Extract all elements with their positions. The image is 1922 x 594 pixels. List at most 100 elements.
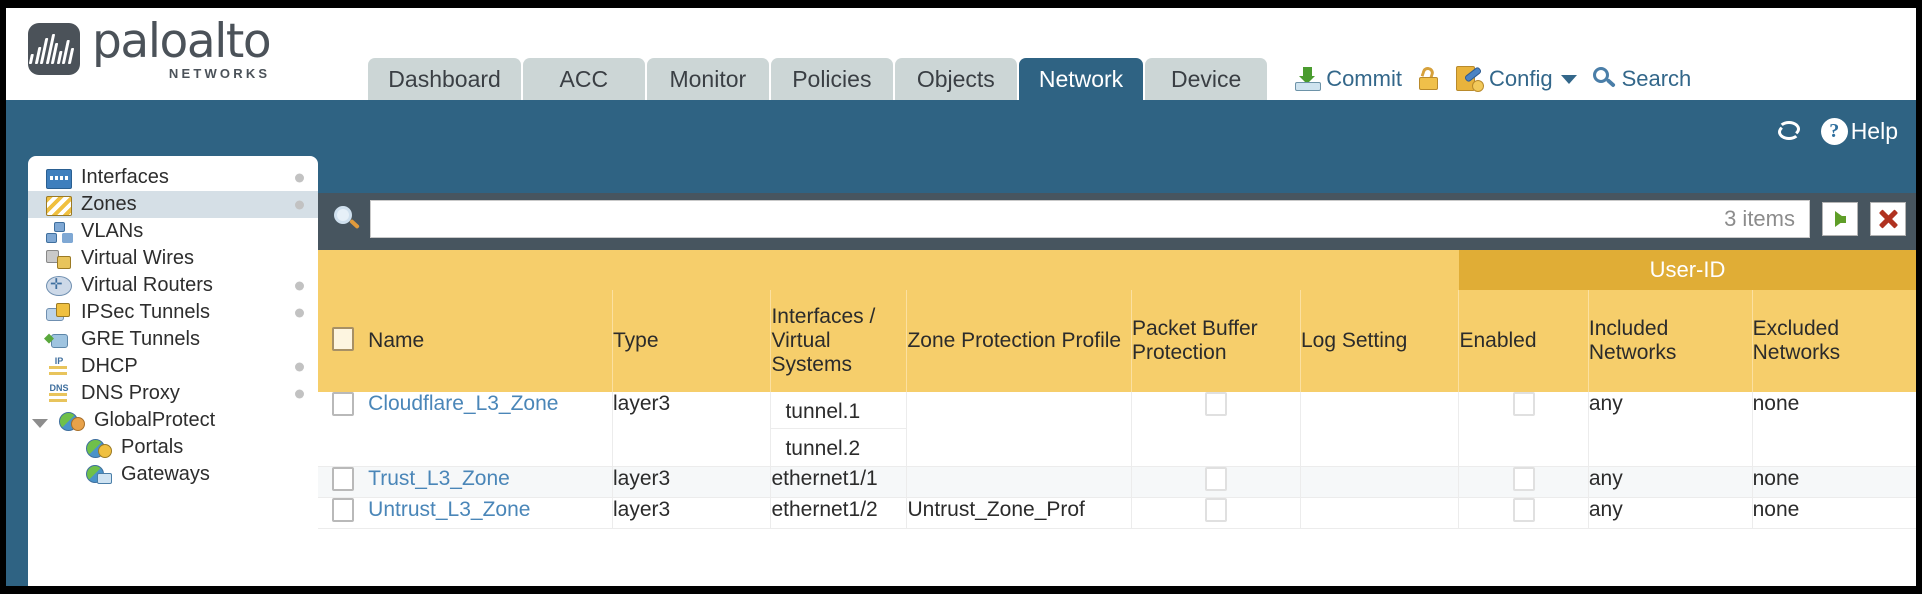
userid-enabled-checkbox[interactable] [1512, 467, 1535, 491]
ipsec-tunnels-icon [46, 302, 72, 323]
cell-packet-buffer-protection [1130, 392, 1301, 467]
commit-label: Commit [1326, 66, 1402, 91]
table-header-row: Name Type Interfaces / Virtual Systems Z… [318, 290, 1916, 392]
search-label: Search [1621, 66, 1692, 91]
cell-type: layer3 [611, 497, 771, 529]
main-tab-bar: Dashboard ACC Monitor Policies Objects N… [368, 58, 1269, 100]
search-input[interactable]: 3 items [370, 200, 1810, 238]
userid-enabled-checkbox[interactable] [1512, 392, 1535, 416]
sidebar-item-zones[interactable]: Zones [28, 191, 318, 218]
cell-interfaces: ethernet1/2 [770, 497, 907, 529]
lock-button[interactable] [1418, 65, 1440, 91]
col-header-type[interactable]: Type [611, 290, 771, 392]
search-icon[interactable] [332, 205, 362, 233]
cell-zone-protection-profile [906, 392, 1132, 467]
sidebar-item-globalprotect[interactable]: GlobalProtect [28, 407, 318, 434]
sidebar-item-label: Interfaces [81, 166, 169, 188]
col-header-zone-protection-profile[interactable]: Zone Protection Profile [906, 290, 1132, 392]
sidebar-status-dot [295, 308, 304, 317]
help-button[interactable]: ? Help [1820, 117, 1898, 145]
sidebar-item-gre-tunnels[interactable]: GRE Tunnels [28, 326, 318, 353]
sidebar-item-dhcp[interactable]: IP DHCP [28, 353, 318, 380]
cell-zone-protection-profile: Untrust_Zone_Prof [906, 497, 1132, 529]
col-header-name[interactable]: Name [368, 290, 613, 392]
cell-log-setting [1299, 392, 1459, 467]
col-header-packet-buffer-protection[interactable]: Packet Buffer Protection [1130, 290, 1301, 392]
col-header-interfaces-virtual-systems[interactable]: Interfaces / Virtual Systems [770, 290, 907, 392]
dhcp-icon: IP [46, 356, 72, 377]
sidebar-item-label: GlobalProtect [94, 409, 216, 431]
sidebar-item-gateways[interactable]: Gateways [28, 461, 318, 488]
sidebar-status-dot [295, 362, 304, 371]
zone-name-link[interactable]: Untrust_L3_Zone [368, 498, 531, 521]
row-checkbox[interactable] [332, 392, 355, 416]
sidebar-item-virtual-wires[interactable]: Virtual Wires [28, 245, 318, 272]
col-header-enabled[interactable]: Enabled [1458, 290, 1589, 392]
tab-monitor[interactable]: Monitor [646, 58, 769, 100]
packet-buffer-protection-checkbox[interactable] [1204, 498, 1227, 522]
sidebar-item-ipsec-tunnels[interactable]: IPSec Tunnels [28, 299, 318, 326]
apply-filter-button[interactable] [1822, 202, 1858, 236]
cell-name: Cloudflare_L3_Zone [368, 392, 613, 467]
zone-name-link[interactable]: Cloudflare_L3_Zone [368, 392, 559, 415]
paloalto-logo-mark [28, 23, 80, 75]
table-group-header-row: User-ID [318, 250, 1916, 290]
packet-buffer-protection-checkbox[interactable] [1204, 392, 1227, 416]
col-header-log-setting[interactable]: Log Setting [1299, 290, 1459, 392]
sidebar-item-label: IPSec Tunnels [81, 301, 210, 323]
app-header: paloalto NETWORKS Dashboard ACC Monitor … [6, 8, 1916, 100]
config-menu-button[interactable]: Config [1455, 66, 1577, 92]
tab-device[interactable]: Device [1145, 58, 1268, 100]
commit-button[interactable]: Commit [1295, 66, 1402, 92]
interface-item: tunnel.2 [785, 437, 861, 460]
sidebar-status-dot [295, 281, 304, 290]
dns-proxy-icon: DNS [46, 383, 72, 404]
col-header-included-networks[interactable]: Included Networks [1587, 290, 1753, 392]
row-checkbox[interactable] [332, 498, 355, 522]
tab-policies[interactable]: Policies [770, 58, 893, 100]
clear-filter-button[interactable] [1870, 202, 1906, 236]
sidebar-status-dot [295, 200, 304, 209]
gateways-icon [86, 464, 112, 485]
cell-log-setting [1299, 466, 1459, 498]
table-row[interactable]: Cloudflare_L3_Zone layer3 tunnel.1 tunne… [318, 392, 1916, 467]
sidebar-item-dns-proxy[interactable]: DNS DNS Proxy [28, 380, 318, 407]
help-glyph: ? [1829, 119, 1840, 142]
search-button[interactable]: Search [1592, 66, 1692, 92]
tab-dashboard[interactable]: Dashboard [368, 58, 521, 100]
sidebar-item-portals[interactable]: Portals [28, 434, 318, 461]
table-row[interactable]: Trust_L3_Zone layer3 ethernet1/1 any non… [318, 466, 1916, 498]
sidebar-item-label: Portals [121, 436, 184, 458]
brand-name: paloalto [92, 14, 272, 69]
expand-triangle-icon[interactable] [28, 411, 50, 431]
virtual-wires-icon [46, 249, 72, 269]
padlock-unlocked-icon [1418, 65, 1440, 91]
brand-logo: paloalto NETWORKS [28, 14, 272, 80]
cell-included-networks: any [1587, 392, 1753, 467]
cell-type: layer3 [611, 466, 771, 498]
sidebar-item-interfaces[interactable]: Interfaces [28, 164, 318, 191]
sidebar-item-vlans[interactable]: VLANs [28, 218, 318, 245]
select-all-checkbox[interactable] [332, 326, 355, 351]
cell-userid-enabled [1458, 466, 1589, 498]
userid-enabled-checkbox[interactable] [1512, 498, 1535, 522]
sidebar-item-label: Zones [81, 193, 137, 215]
sidebar-item-virtual-routers[interactable]: Virtual Routers [28, 272, 318, 299]
globalprotect-icon [59, 411, 85, 431]
cell-included-networks: any [1587, 497, 1753, 529]
chevron-down-icon [1560, 74, 1577, 84]
tab-acc[interactable]: ACC [522, 58, 645, 100]
packet-buffer-protection-checkbox[interactable] [1204, 467, 1227, 491]
table-row[interactable]: Untrust_L3_Zone layer3 ethernet1/2 Untru… [318, 497, 1916, 529]
cell-excluded-networks: none [1751, 392, 1916, 467]
tab-objects[interactable]: Objects [894, 58, 1017, 100]
cell-log-setting [1299, 497, 1459, 529]
cell-excluded-networks: none [1751, 466, 1916, 498]
col-header-excluded-networks[interactable]: Excluded Networks [1751, 290, 1916, 392]
zone-name-link[interactable]: Trust_L3_Zone [368, 467, 510, 490]
refresh-button[interactable] [1777, 119, 1803, 143]
sidebar-item-label: GRE Tunnels [81, 328, 200, 350]
row-checkbox[interactable] [332, 467, 355, 491]
row-select-cell [318, 392, 369, 467]
tab-network[interactable]: Network [1018, 58, 1144, 100]
